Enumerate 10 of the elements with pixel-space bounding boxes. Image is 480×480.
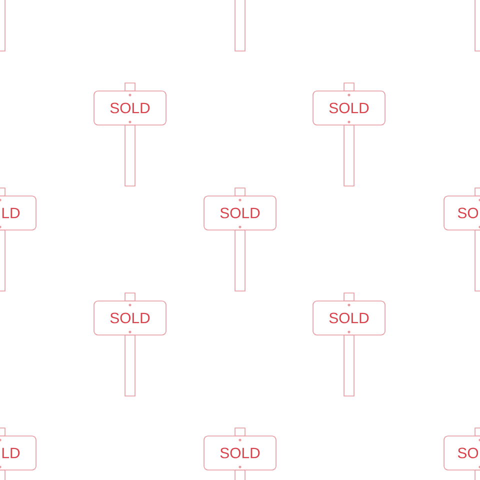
sign-board: SOLD	[312, 300, 386, 336]
sign-board: SOLD	[94, 300, 166, 336]
sign-board: LD	[0, 436, 36, 470]
sign-board: LD	[0, 196, 36, 230]
sign-board: SOLD	[312, 90, 386, 126]
sign-board: SOLD	[204, 436, 276, 470]
sign-board: SOLD	[204, 196, 276, 230]
sign-board: SO	[444, 196, 480, 230]
sign-board: SOLD	[94, 90, 166, 126]
sign-board: SO	[444, 436, 480, 470]
